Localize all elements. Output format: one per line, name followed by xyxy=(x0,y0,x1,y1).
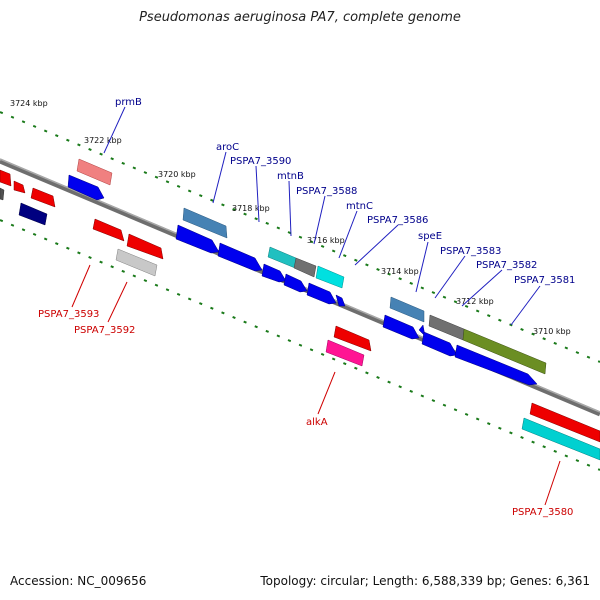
gene-reverse-cyan[interactable] xyxy=(521,417,600,461)
leader-lines-bottom xyxy=(71,264,561,506)
gene-forward[interactable] xyxy=(335,294,346,307)
tick-label: 3724 kbp xyxy=(10,99,48,108)
gene-reverse[interactable] xyxy=(529,402,600,443)
accession-label: Accession: NC_009656 xyxy=(10,574,147,588)
gene-label[interactable]: prmB xyxy=(115,97,142,108)
gene-reverse[interactable] xyxy=(0,169,12,187)
gene-label[interactable]: PSPA7_3582 xyxy=(476,260,537,271)
gene-forward[interactable] xyxy=(283,273,308,293)
gene-forward[interactable] xyxy=(382,314,420,340)
gene-reverse-gray[interactable] xyxy=(0,187,5,201)
reverse-genes xyxy=(0,158,600,461)
gene-forward-gray[interactable] xyxy=(293,257,317,278)
gene-reverse-magenta[interactable] xyxy=(325,339,365,367)
gene-label[interactable]: PSPA7_3581 xyxy=(514,275,575,286)
page-title: Pseudomonas aeruginosa PA7, complete gen… xyxy=(139,10,461,25)
gene-forward-navy[interactable] xyxy=(18,202,48,226)
gene-forward[interactable] xyxy=(454,344,538,386)
gene-label[interactable]: PSPA7_3593 xyxy=(38,309,99,320)
gene-label[interactable]: PSPA7_3586 xyxy=(367,215,428,226)
gene-label[interactable]: PSPA7_3592 xyxy=(74,325,135,336)
gene-forward-steelblue[interactable] xyxy=(182,207,228,239)
inner-tick-track xyxy=(0,219,600,471)
gene-label[interactable]: PSPA7_3590 xyxy=(230,156,291,167)
gene-forward-steelblue[interactable] xyxy=(389,296,425,323)
leader-lines-top xyxy=(103,106,541,326)
tick-label: 3712 kbp xyxy=(456,297,494,306)
gene-reverse[interactable] xyxy=(126,233,164,260)
gene-label[interactable]: PSPA7_3583 xyxy=(440,246,501,257)
tick-label: 3722 kbp xyxy=(84,136,122,145)
gene-forward[interactable] xyxy=(418,324,426,337)
gene-label[interactable]: speE xyxy=(418,231,442,242)
gene-forward[interactable] xyxy=(306,282,337,305)
gene-label[interactable]: mtnB xyxy=(277,171,304,182)
gene-forward-olive[interactable] xyxy=(462,328,547,375)
gene-forward[interactable] xyxy=(261,263,287,283)
gene-label[interactable]: PSPA7_3588 xyxy=(296,186,357,197)
tick-label: 3716 kbp xyxy=(307,236,345,245)
tick-label: 3710 kbp xyxy=(533,327,571,336)
tick-label: 3718 kbp xyxy=(232,204,270,213)
gene-label[interactable]: alkA xyxy=(306,417,328,428)
gene-forward-cyan[interactable] xyxy=(267,246,297,269)
gene-forward[interactable] xyxy=(67,174,105,201)
gene-reverse[interactable] xyxy=(333,325,372,352)
genome-summary: Topology: circular; Length: 6,588,339 bp… xyxy=(260,574,590,588)
forward-genes xyxy=(18,174,547,386)
outer-tick-track xyxy=(0,111,600,363)
gene-reverse[interactable] xyxy=(13,180,26,194)
gene-forward[interactable] xyxy=(175,224,220,254)
gene-label[interactable]: PSPA7_3580 xyxy=(512,507,573,518)
gene-forward[interactable] xyxy=(421,331,458,357)
tick-label: 3714 kbp xyxy=(381,267,419,276)
gene-label[interactable]: aroC xyxy=(216,142,239,153)
tick-label: 3720 kbp xyxy=(158,170,196,179)
gene-reverse-salmon[interactable] xyxy=(76,158,113,186)
gene-reverse-silver[interactable] xyxy=(115,248,158,277)
gene-forward-cyan[interactable] xyxy=(315,265,345,289)
gene-forward[interactable] xyxy=(217,242,263,272)
gene-reverse[interactable] xyxy=(30,187,56,208)
gene-label[interactable]: mtnC xyxy=(346,201,373,212)
gene-reverse[interactable] xyxy=(92,218,125,242)
